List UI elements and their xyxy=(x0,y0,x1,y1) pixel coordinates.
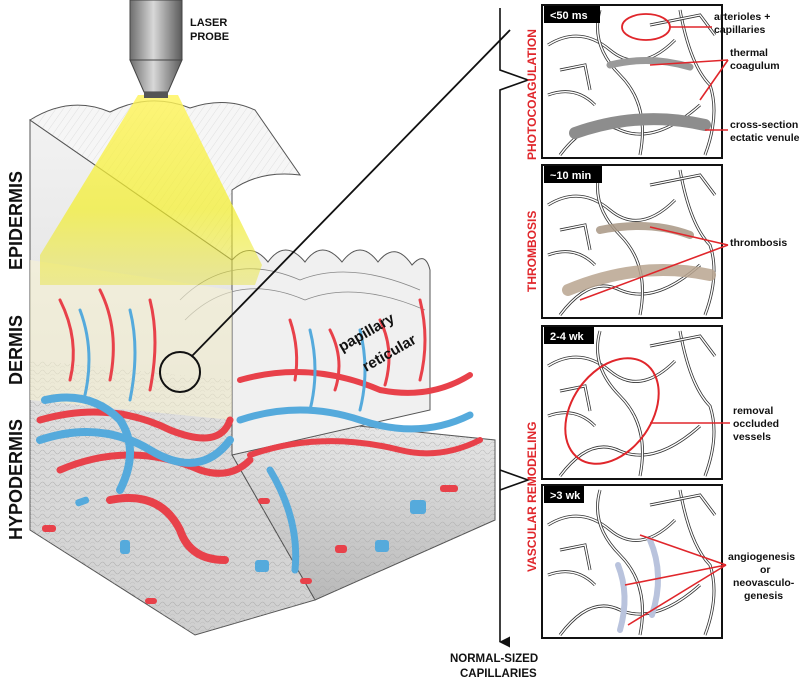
side-label-thrombosis: THROMBOSIS xyxy=(525,211,539,292)
annotation-capillaries: capillaries xyxy=(714,24,766,36)
probe-label-line1: LASER xyxy=(190,17,227,29)
arterial-vessels xyxy=(36,288,483,564)
capillary-lumen xyxy=(547,91,596,106)
laser-probe xyxy=(129,0,183,98)
annotation-genesis: genesis xyxy=(744,590,783,602)
time-tag-phase1: <50 ms xyxy=(544,6,600,23)
capillary-lumen xyxy=(596,169,644,316)
svg-text:2-4 wk: 2-4 wk xyxy=(550,331,585,343)
side-label-vascular-remodeling: VASCULAR REMODELING xyxy=(525,422,539,572)
thrombosed-vessel xyxy=(562,264,716,296)
phase-panel-3 xyxy=(541,325,730,480)
annotation-removal: removal xyxy=(733,405,773,417)
phase-panel-frame xyxy=(541,325,723,480)
callout-line xyxy=(627,564,727,626)
laser-beam xyxy=(40,95,262,285)
capillary-lumen xyxy=(649,14,716,36)
capillary-lumen xyxy=(547,571,596,586)
svg-text:<50 ms: <50 ms xyxy=(550,10,588,22)
annotation-vessels: vessels xyxy=(733,431,771,443)
annotation-arterioles: arterioles + xyxy=(714,11,770,23)
annotation-occluded: occluded xyxy=(733,418,779,430)
capillary-lumen xyxy=(649,335,716,357)
capillary-lumen xyxy=(559,64,591,91)
capillary-lumen xyxy=(559,584,701,636)
callout-line xyxy=(639,534,727,566)
removal-zone xyxy=(564,357,660,465)
venous-vessels xyxy=(36,308,474,574)
layer-label-dermis: DERMIS xyxy=(6,315,26,385)
phase-panel-2 xyxy=(541,164,729,319)
annotation-neovasculo: neovasculo- xyxy=(733,577,795,589)
new-vessel xyxy=(615,562,628,633)
capillary-lumen xyxy=(547,35,676,62)
thrombosed-vessel xyxy=(596,222,694,239)
thermal-coagulum xyxy=(606,57,694,71)
side-label-photocoagulation: PHOTOCOAGULATION xyxy=(525,29,539,160)
timeline-connector xyxy=(498,8,531,648)
svg-text:>3 wk: >3 wk xyxy=(550,490,581,502)
capillary-lumen xyxy=(559,264,701,316)
capillary-lumen xyxy=(679,330,715,477)
layer-label-hypodermis: HYPODERMIS xyxy=(6,419,26,540)
skin-block xyxy=(29,0,511,636)
capillary-lumen xyxy=(547,412,596,427)
capillary-lumen xyxy=(559,224,591,251)
phase-panel-frame xyxy=(541,484,723,639)
callout-line xyxy=(649,59,729,66)
capillary-lumen xyxy=(596,9,644,156)
capillary-lumen xyxy=(547,251,596,266)
vessel-fragments xyxy=(42,485,458,604)
annotation-cross-section: cross-section xyxy=(730,119,798,131)
callout-line xyxy=(579,244,729,301)
endpoint-label-line1: NORMAL-SIZED xyxy=(450,653,538,665)
papillary-ridges xyxy=(231,249,431,456)
phase-panel-frame xyxy=(541,4,723,159)
new-vessel xyxy=(647,537,662,618)
layer-label-epidermis: EPIDERMIS xyxy=(6,171,26,270)
annotation-angiogenesis: angiogenesis xyxy=(728,551,795,563)
capillary-lumen xyxy=(649,494,716,516)
callout-line xyxy=(624,564,727,586)
annotation-or: or xyxy=(760,564,771,576)
capillary-lumen xyxy=(679,169,715,316)
svg-text:~10 min: ~10 min xyxy=(550,170,592,182)
phase-panels xyxy=(541,4,730,639)
capillary-lumen xyxy=(596,489,644,636)
annotation-thrombosis: thrombosis xyxy=(730,237,787,249)
capillary-lumen xyxy=(559,425,701,477)
phase-panel-1 xyxy=(541,4,729,159)
capillary-lumen xyxy=(679,489,715,636)
capillary-lumen xyxy=(547,515,676,542)
capillary-lumen xyxy=(596,330,644,477)
magnifier-circle xyxy=(159,351,201,393)
time-tag-phase4: >3 wk xyxy=(544,486,584,503)
callout-line xyxy=(699,59,729,101)
annotation-coagulum: coagulum xyxy=(730,60,780,72)
time-tag-phase3: 2-4 wk xyxy=(544,327,594,344)
time-tag-phase2: ~10 min xyxy=(544,166,602,183)
ectatic-venule xyxy=(569,113,711,139)
capillary-lumen xyxy=(547,195,676,222)
endpoint-label-line2: CAPILLARIES xyxy=(460,668,537,680)
phase-panel-4 xyxy=(541,484,727,639)
annotation-thermal: thermal xyxy=(730,47,768,59)
callout-line xyxy=(649,226,729,246)
capillary-lumen xyxy=(649,174,716,196)
capillary-lumen xyxy=(559,544,591,571)
annotation-ectatic-venule: ectatic venule xyxy=(730,132,800,144)
probe-label-line2: PROBE xyxy=(190,31,229,43)
capillary-lumen xyxy=(559,385,591,412)
